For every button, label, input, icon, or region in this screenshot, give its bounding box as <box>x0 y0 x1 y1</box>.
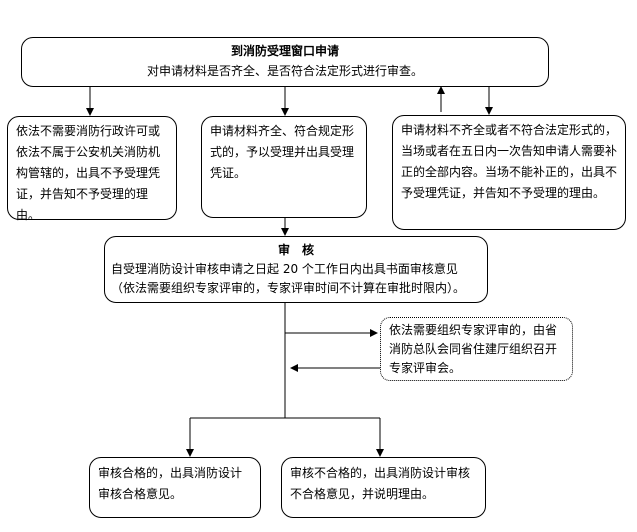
arrow-top-left <box>86 108 94 116</box>
review-fail-text: 审核不合格的，出具消防设计审核不合格意见，并说明理由。 <box>290 466 471 501</box>
accepted-box: 申请材料齐全、符合规定形式的，予以受理并出具受理凭证。 <box>201 116 367 218</box>
arrow-pass <box>186 449 194 457</box>
expert-review-box: 依法需要组织专家评审的，由省消防总队会同省住建厅组织召开专家评审会。 <box>380 317 573 381</box>
incomplete-materials-text: 申请材料不齐全或者不符合法定形式的，当场或者在五日内一次告知申请人需要补正的全部… <box>401 123 618 200</box>
arrow-top-middle <box>281 108 289 116</box>
incomplete-materials-box: 申请材料不齐全或者不符合法定形式的，当场或者在五日内一次告知申请人需要补正的全部… <box>392 115 626 230</box>
not-accepted-box: 依法不需要消防行政许可或依法不属于公安机关消防机构管辖的，出具不予受理凭证，并告… <box>7 116 177 222</box>
arrow-middle-review <box>281 228 289 236</box>
review-pass-box: 审核合格的，出具消防设计审核合格意见。 <box>89 457 261 518</box>
apply-window-box: 到消防受理窗口申请 对申请材料是否齐全、是否符合法定形式进行审查。 <box>21 37 549 87</box>
apply-window-title: 到消防受理窗口申请 <box>230 44 339 58</box>
not-accepted-text: 依法不需要消防行政许可或依法不属于公安机关消防机构管辖的，出具不予受理凭证，并告… <box>16 124 161 222</box>
review-pass-text: 审核合格的，出具消防设计审核合格意见。 <box>98 466 243 501</box>
arrow-spine-expert <box>370 329 378 337</box>
arrow-top-right <box>485 107 493 115</box>
review-text: 自受理消防设计审核申请之日起 20 个工作日内出具书面审核意见（依法需要组织专家… <box>111 262 466 295</box>
accepted-text: 申请材料齐全、符合规定形式的，予以受理并出具受理凭证。 <box>210 124 355 180</box>
review-box: 审 核 自受理消防设计审核申请之日起 20 个工作日内出具书面审核意见（依法需要… <box>104 236 488 303</box>
expert-review-text: 依法需要组织专家评审的，由省消防总队会同省住建厅组织召开专家评审会。 <box>389 323 558 375</box>
arrow-fail <box>376 449 384 457</box>
review-fail-box: 审核不合格的，出具消防设计审核不合格意见，并说明理由。 <box>281 457 486 518</box>
arrow-expert-back <box>290 364 298 372</box>
arrow-right-up <box>437 86 445 94</box>
review-title: 审 核 <box>277 243 314 257</box>
apply-window-subtitle: 对申请材料是否齐全、是否符合法定形式进行审查。 <box>146 64 423 78</box>
